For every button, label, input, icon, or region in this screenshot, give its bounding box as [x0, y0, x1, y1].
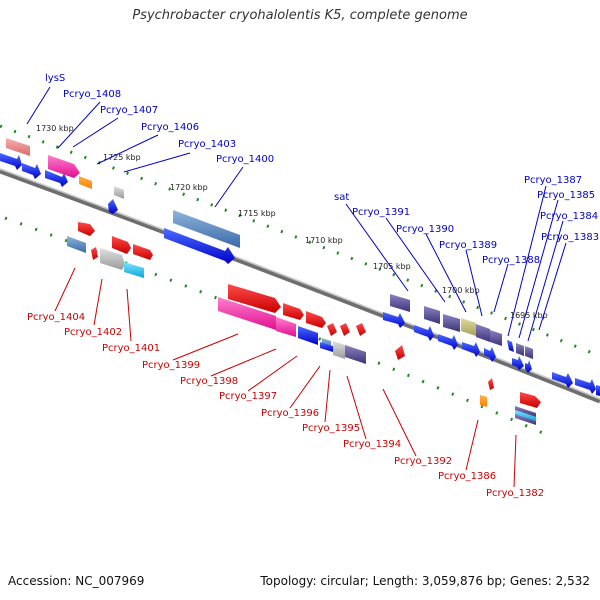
label-Pcryo_1403[interactable]: Pcryo_1403 [178, 139, 236, 150]
tick-1725: 1725 kbp [103, 153, 141, 162]
reverse-strand-genes [67, 222, 541, 425]
gene-Pcryo_1395[interactable] [327, 323, 366, 336]
label-Pcryo_1388[interactable]: Pcryo_1388 [482, 255, 540, 266]
label-Pcryo_1399[interactable]: Pcryo_1399 [142, 360, 200, 371]
label-Pcryo_1404[interactable]: Pcryo_1404 [27, 312, 85, 323]
label-sat[interactable]: sat [334, 192, 349, 203]
gene-Pcryo_1397[interactable] [298, 326, 318, 345]
gene-Pcryo_1403[interactable] [108, 199, 118, 214]
reverse-leader-lines [54, 267, 517, 488]
label-Pcryo_1398[interactable]: Pcryo_1398 [180, 376, 238, 387]
gene-Pcryo_1400[interactable] [164, 210, 240, 264]
tick-1730: 1730 kbp [36, 124, 74, 133]
gene-forward-arrows-1389[interactable] [414, 325, 496, 362]
tick-1695: 1695 kbp [510, 311, 548, 320]
gene-Pcryo_1401[interactable] [124, 244, 153, 278]
gene-right-arrows[interactable] [552, 372, 600, 396]
label-Pcryo_1387[interactable]: Pcryo_1387 [524, 175, 582, 186]
forward-leader-lines [26, 86, 567, 342]
tick-1705: 1705 kbp [373, 262, 411, 271]
label-Pcryo_1382[interactable]: Pcryo_1382 [486, 488, 544, 499]
tick-1700: 1700 kbp [442, 286, 480, 295]
forward-strand-genes [0, 138, 600, 396]
gene-Pcryo_1396[interactable] [320, 338, 333, 352]
gene-Pcryo_1394[interactable] [333, 341, 366, 364]
tick-1720: 1720 kbp [170, 183, 208, 192]
genome-backbone [0, 168, 600, 404]
label-Pcryo_1396[interactable]: Pcryo_1396 [261, 408, 319, 419]
label-lysS[interactable]: lysS [45, 73, 65, 84]
reverse-labels: Pcryo_1404 Pcryo_1402 Pcryo_1401 Pcryo_1… [27, 312, 544, 499]
gene-Pcryo_1404[interactable] [67, 222, 98, 260]
label-Pcryo_1385[interactable]: Pcryo_1385 [537, 190, 595, 201]
gene-block-1391[interactable] [424, 306, 502, 346]
label-Pcryo_1408[interactable]: Pcryo_1408 [63, 89, 121, 100]
label-Pcryo_1407[interactable]: Pcryo_1407 [100, 105, 158, 116]
gene-Pcryo_1392[interactable] [395, 345, 405, 360]
gene-Pcryo_1382[interactable] [515, 392, 541, 425]
label-Pcryo_1394[interactable]: Pcryo_1394 [343, 439, 401, 450]
gene-Pcryo_1399[interactable] [218, 284, 296, 337]
gene-lysS[interactable] [0, 138, 30, 170]
label-Pcryo_1397[interactable]: Pcryo_1397 [219, 391, 277, 402]
accession-text: Accession: NC_007969 [8, 574, 145, 588]
label-Pcryo_1395[interactable]: Pcryo_1395 [302, 423, 360, 434]
outer-tick-track [0, 124, 600, 358]
position-ticks: 1730 kbp 1725 kbp 1720 kbp 1715 kbp 1710… [36, 124, 548, 320]
gene-Pcryo_1402[interactable] [100, 236, 131, 270]
label-Pcryo_1384[interactable]: Pcryo_1384 [540, 211, 598, 222]
gene-Pcryo_1386[interactable] [480, 378, 494, 407]
label-Pcryo_1406[interactable]: Pcryo_1406 [141, 122, 199, 133]
label-Pcryo_1401[interactable]: Pcryo_1401 [102, 343, 160, 354]
genome-summary-text: Topology: circular; Length: 3,059,876 bp… [260, 574, 590, 588]
tick-1715: 1715 kbp [238, 209, 276, 218]
gene-block-1408[interactable] [22, 155, 80, 187]
gene-sat[interactable] [383, 294, 410, 328]
tick-1710: 1710 kbp [305, 236, 343, 245]
gene-Pcryo_1406[interactable] [114, 186, 124, 199]
map-title: Psychrobacter cryohalolentis K5, complet… [132, 8, 468, 23]
gene-Pcryo_1398[interactable] [283, 303, 326, 328]
label-Pcryo_1386[interactable]: Pcryo_1386 [438, 471, 496, 482]
label-Pcryo_1383[interactable]: Pcryo_1383 [541, 232, 599, 243]
forward-labels: lysS Pcryo_1408 Pcryo_1407 Pcryo_1406 Pc… [45, 73, 599, 266]
label-Pcryo_1400[interactable]: Pcryo_1400 [216, 154, 274, 165]
label-Pcryo_1390[interactable]: Pcryo_1390 [396, 224, 454, 235]
label-Pcryo_1392[interactable]: Pcryo_1392 [394, 456, 452, 467]
label-Pcryo_1402[interactable]: Pcryo_1402 [64, 327, 122, 338]
gene-Pcryo_1407[interactable] [79, 176, 92, 189]
gene-block-1387[interactable] [507, 340, 533, 373]
label-Pcryo_1389[interactable]: Pcryo_1389 [439, 240, 497, 251]
label-Pcryo_1391[interactable]: Pcryo_1391 [352, 207, 410, 218]
